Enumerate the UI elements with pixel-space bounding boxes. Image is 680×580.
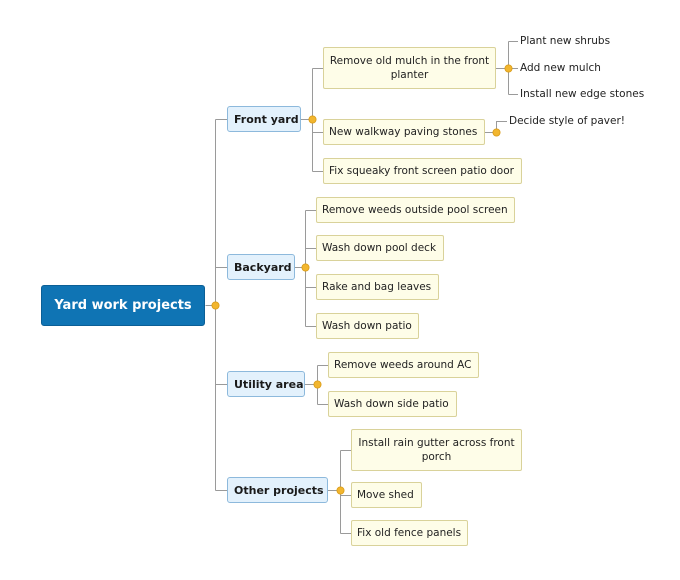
topic-new-walkway[interactable]: New walkway paving stones (323, 119, 485, 145)
topic-wash-patio[interactable]: Wash down patio (316, 313, 419, 339)
topic-move-shed[interactable]: Move shed (351, 482, 422, 508)
connector-dot (301, 263, 310, 272)
root-topic[interactable]: Yard work projects (41, 285, 205, 326)
topic-fix-fence-panels[interactable]: Fix old fence panels (351, 520, 468, 546)
topic-install-rain-gutter[interactable]: Install rain gutter across front porch (351, 429, 522, 471)
topic-remove-old-mulch[interactable]: Remove old mulch in the front planter (323, 47, 496, 89)
connector-dot (211, 301, 220, 310)
topic-remove-weeds-pool[interactable]: Remove weeds outside pool screen (316, 197, 515, 223)
topic-wash-pool-deck[interactable]: Wash down pool deck (316, 235, 444, 261)
topic-wash-side-patio[interactable]: Wash down side patio (328, 391, 457, 417)
branch-utility-area[interactable]: Utility area (227, 371, 305, 397)
connector-dot (492, 128, 501, 137)
connector-dot (313, 380, 322, 389)
branch-front-yard[interactable]: Front yard (227, 106, 301, 132)
topic-fix-screen-door[interactable]: Fix squeaky front screen patio door (323, 158, 522, 184)
branch-backyard[interactable]: Backyard (227, 254, 295, 280)
leaf-install-edge-stones[interactable]: Install new edge stones (520, 88, 645, 100)
topic-rake-leaves[interactable]: Rake and bag leaves (316, 274, 439, 300)
leaf-decide-paver-style[interactable]: Decide style of paver! (509, 115, 625, 127)
connector-dot (336, 486, 345, 495)
topic-remove-weeds-ac[interactable]: Remove weeds around AC (328, 352, 479, 378)
connector-dot (504, 64, 513, 73)
connector-dot (308, 115, 317, 124)
leaf-plant-new-shrubs[interactable]: Plant new shrubs (520, 35, 611, 47)
leaf-add-new-mulch[interactable]: Add new mulch (520, 62, 601, 74)
branch-other-projects[interactable]: Other projects (227, 477, 328, 503)
